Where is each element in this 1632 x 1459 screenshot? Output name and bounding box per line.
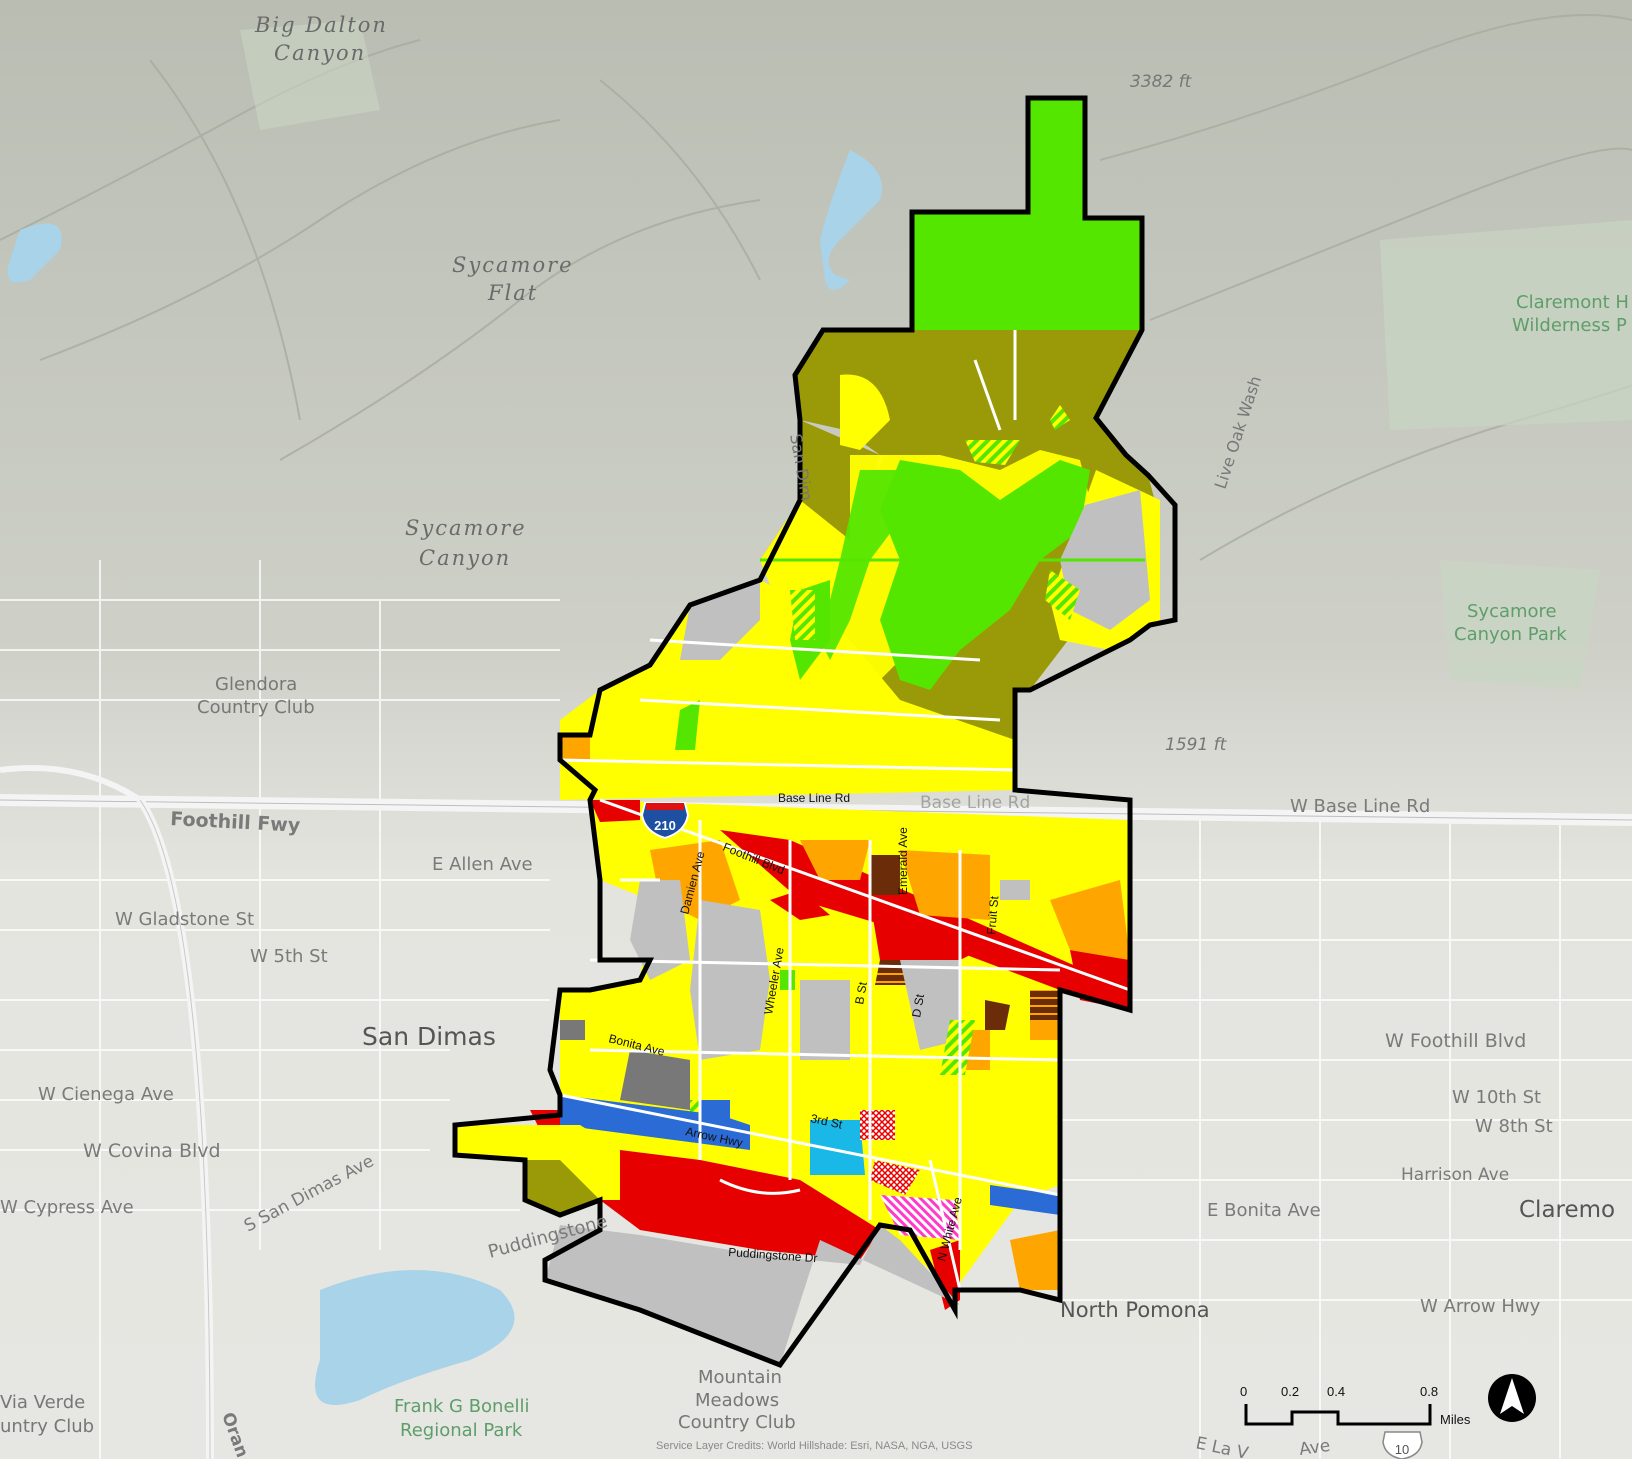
label-b-st: B St (852, 980, 870, 1005)
label-puddingstone-dr: Puddingstone Dr (728, 1245, 818, 1265)
north-arrow-icon (1488, 1374, 1536, 1422)
label-sycamore-flat: Sycamore (452, 253, 574, 277)
label-d-st: D St (909, 992, 927, 1018)
scale-tick-3: 0.8 (1420, 1384, 1438, 1399)
label-via-verde: Via Verde (0, 1392, 85, 1413)
label-elev-1591: 1591 ft (1165, 735, 1228, 755)
label-w-cypress: W Cypress Ave (0, 1197, 134, 1218)
label-e-bonita: E Bonita Ave (1207, 1200, 1321, 1221)
label-big-dalton-2: Canyon (274, 41, 366, 65)
label-claremont-hills-2: Wilderness P (1512, 315, 1627, 336)
label-elev-3382: 3382 ft (1130, 72, 1193, 92)
label-base-line-ghost: Base Line Rd (920, 793, 1030, 813)
label-sycamore-park-2: Canyon Park (1454, 624, 1567, 645)
label-fruit: Fruit St (984, 895, 1001, 935)
service-credits: Service Layer Credits: World Hillshade: … (656, 1440, 972, 1452)
label-claremont-hills: Claremont H (1516, 292, 1629, 313)
label-mountain-meadows: Mountain (698, 1367, 782, 1388)
label-big-dalton: Big Dalton (254, 13, 388, 37)
zone-residential-low (840, 374, 890, 450)
label-sycamore-park: Sycamore (1467, 601, 1557, 622)
label-bonelli: Frank G Bonelli (394, 1396, 530, 1417)
zone-commercial-south (560, 1130, 880, 1260)
i10-label: 10 (1395, 1442, 1409, 1457)
scale-tick-2: 0.4 (1327, 1384, 1345, 1399)
label-e-allen: E Allen Ave (432, 854, 533, 875)
label-glendora-cc: Glendora (215, 674, 297, 695)
label-sycamore-canyon-2: Canyon (419, 546, 511, 570)
label-third-st: 3rd St (809, 1111, 844, 1131)
label-via-verde-2: untry Club (0, 1416, 94, 1437)
i210-shield-icon: 210 (640, 802, 690, 840)
label-w-foothill: W Foothill Blvd (1385, 1030, 1526, 1052)
label-san-dimas: San Dimas (362, 1022, 496, 1051)
zone-institutional (810, 1120, 865, 1175)
label-sycamore-canyon: Sycamore (405, 516, 527, 540)
label-ave-fragment: Ave (1298, 1436, 1332, 1459)
label-w-8th: W 8th St (1475, 1116, 1553, 1137)
label-bonelli-2: Regional Park (400, 1420, 523, 1441)
scale-tick-0: 0 (1240, 1384, 1247, 1399)
label-w-base-line: W Base Line Rd (1290, 796, 1430, 817)
label-w-5th: W 5th St (250, 946, 328, 967)
label-mountain-meadows-3: Country Club (678, 1412, 796, 1433)
label-claremont: Claremo (1519, 1197, 1615, 1223)
scale-bar: 0 0.2 0.4 0.8 Miles (1240, 1384, 1471, 1427)
zone-civic-arrow (560, 1095, 750, 1150)
label-north-pomona: North Pomona (1060, 1298, 1210, 1322)
label-w-arrow: W Arrow Hwy (1420, 1296, 1541, 1317)
label-w-covina: W Covina Blvd (83, 1140, 221, 1162)
label-w-gladstone: W Gladstone St (115, 909, 254, 930)
internal-streets (559, 330, 1131, 1291)
label-base-line-rd: Base Line Rd (778, 791, 850, 805)
i10-shield-icon: 10 (1382, 1431, 1423, 1459)
i210-label: 210 (654, 818, 676, 833)
label-harrison: Harrison Ave (1401, 1165, 1509, 1185)
label-w-cienega: W Cienega Ave (38, 1084, 174, 1105)
scale-tick-1: 0.2 (1281, 1384, 1299, 1399)
label-w-10th: W 10th St (1452, 1087, 1541, 1108)
scale-unit: Miles (1440, 1412, 1471, 1427)
city-boundary (452, 95, 1178, 1369)
label-glendora-cc-2: Country Club (197, 697, 315, 718)
label-emerald: Emerald Ave (896, 827, 910, 895)
label-sycamore-flat-2: Flat (487, 281, 538, 305)
label-mountain-meadows-2: Meadows (695, 1390, 779, 1411)
